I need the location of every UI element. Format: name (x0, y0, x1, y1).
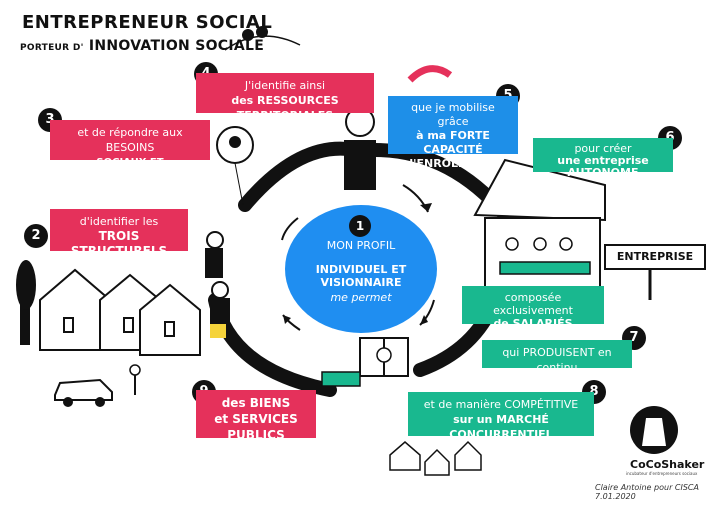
step-8-label: et de manière COMPÉTITIVE sur un MARCHÉ … (408, 392, 594, 441)
logo-tagline: incubateur d'entrepreneurs sociaux (626, 471, 698, 476)
subtitle-main: INNOVATION SOCIALE (88, 38, 265, 54)
flow-arrow-1 (281, 217, 299, 241)
step-6-line-1: pour créer (574, 142, 632, 155)
page-subtitle: PORTEUR D' INNOVATION SOCIALE (20, 38, 264, 54)
step-9-line-1: des BIENS (221, 396, 291, 410)
person-body (344, 140, 376, 190)
page-title: ENTREPRENEUR SOCIAL (22, 12, 273, 33)
salaries-line-1: composée exclusivement (493, 291, 573, 317)
signature: Claire Antoine pour CISCA 7.01.2020 (595, 483, 699, 501)
step-2-label: d'identifier les TROIS STRUCTURELS (50, 209, 188, 258)
step-2-line-2: TROIS STRUCTURELS (70, 229, 168, 258)
step-2-line-1: d'identifier les (79, 215, 159, 228)
salaries-label: composée exclusivement de SALARIÉS (462, 286, 604, 330)
subtitle-prefix: PORTEUR D' (20, 43, 84, 53)
logo-name: CoCoShaker (630, 458, 705, 471)
step-3-line-2: SOCIAUX ET ENVIRONNEMENTAUX (69, 157, 191, 183)
step-4-label: J'identifie ainsi des RESSOURCES TERRITO… (196, 73, 374, 122)
car-icon (54, 378, 113, 401)
entreprise-sign: ENTREPRISE (604, 244, 706, 270)
center-number: 1 (349, 215, 371, 237)
step-5-line-2: à ma FORTE CAPACITÉ (416, 129, 490, 156)
step-9-line-2: et SERVICES PUBLICS (214, 412, 298, 442)
step-3-label: et de répondre aux BESOINS SOCIAUX ET EN… (50, 120, 210, 183)
loop-arm-top-left (238, 141, 362, 212)
step-5-line-3: d'ENRÔLEMENT (405, 157, 501, 170)
step-4-line-2: des RESSOURCES TERRITORIALES (231, 94, 339, 122)
center-line-3: me permet (330, 291, 392, 304)
step-2-number: 2 (24, 224, 48, 248)
center-line-2: INDIVIDUEL ET VISIONNAIRE (315, 263, 407, 289)
money-icon (321, 371, 361, 387)
step-8-line-2: sur un MARCHÉ CONCURRENTIEL (449, 413, 553, 441)
step-7-line-1: qui PRODUISENT en continu (502, 346, 612, 374)
step-5-line-1: que je mobilise grâce (411, 101, 495, 128)
houses-illustration (39, 268, 201, 356)
salaries-line-2: de SALARIÉS (493, 317, 573, 330)
step-3-line-1: et de répondre aux BESOINS (77, 126, 183, 154)
step-6-line-2: une entreprise AUTONOME (557, 154, 649, 179)
small-houses (389, 440, 482, 476)
step-9-label: des BIENS et SERVICES PUBLICS (196, 390, 316, 442)
step-7-label: qui PRODUISENT en continu (482, 340, 632, 374)
center-line-1: MON PROFIL (326, 239, 396, 252)
step-4-line-1: J'identifie ainsi (244, 79, 326, 92)
center-profile-circle: 1 MON PROFIL INDIVIDUEL ET VISIONNAIRE m… (285, 205, 437, 333)
step-5-label: que je mobilise grâce à ma FORTE CAPACIT… (388, 96, 518, 170)
step-6-label: pour créer une entreprise AUTONOME (533, 138, 673, 179)
step-8-line-1: et de manière COMPÉTITIVE (423, 398, 579, 411)
magnet-icon (407, 65, 453, 83)
